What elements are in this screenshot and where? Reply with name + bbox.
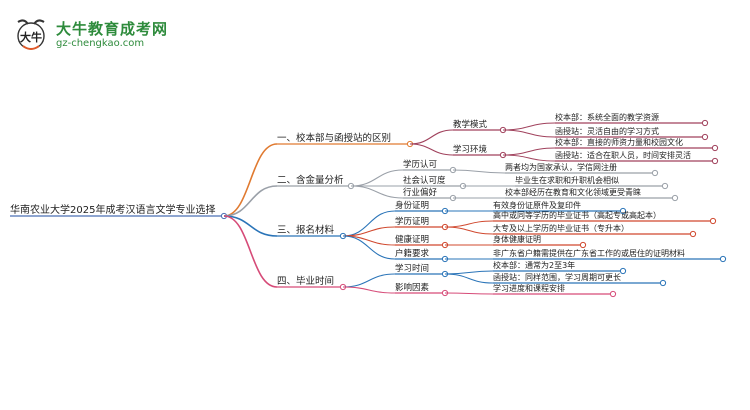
branch-1-label: 一、校本部与函授站的区别 [277, 132, 391, 144]
branch-3-label: 三、报名材料 [277, 224, 335, 236]
branch-3-sub-1-connector [342, 210, 396, 237]
branch-4-sub-2-label: 影响因素 [395, 282, 430, 293]
branch-3-sub-2-leaf-2-label: 大专及以上学历的毕业证书（专升本） [493, 223, 629, 233]
branch-2-sub-2-leaf-1-label: 毕业生在求职和升职机会相似 [515, 175, 619, 185]
branch-3-sub-4-connector [342, 235, 396, 260]
branch-3-sub-4-label: 户籍要求 [395, 248, 430, 259]
branch-3-sub-2-leaf-1-label: 高中或同等学历的毕业证书（高起专或高起本） [493, 210, 661, 220]
branch-2-sub-1-label: 学历认可 [403, 159, 438, 170]
branch-2-sub-1-leaf-1-label: 两者均为国家承认，学信网注册 [505, 162, 617, 172]
branch-2-sub-2-label: 社会认可度 [403, 175, 446, 186]
branch-1-sub-2-leaf-2-knob [711, 157, 719, 165]
bull-logo-icon: 大牛 [17, 19, 45, 50]
branch-3-sub-2-leaf-1-connector [444, 220, 494, 228]
branch-3-sub-2-leaf-2-connector [444, 226, 494, 235]
branch-4-sub-2-connector [342, 286, 396, 294]
branch-2-sub-3-leaf-1-label: 校本部经历在教育和文化领域更受青睐 [505, 187, 641, 197]
branch-4-sub-1-leaf-1-label: 校本部：通常为2至3年 [493, 260, 575, 270]
branch-2-sub-2-leaf-1-knob [661, 182, 669, 190]
branch-3-sub-1-leaf-1-knob [619, 207, 627, 215]
logo-url[interactable]: gz-chengkao.com [56, 38, 145, 49]
branch-2-sub-1-connector [350, 169, 404, 187]
branch-3-sub-1-label: 身份证明 [395, 200, 429, 211]
branch-3-sub-3-label: 健康证明 [395, 234, 429, 245]
branch-1-sub-1-leaf-2-knob [701, 133, 709, 141]
branch-1-sub-1-label: 教学模式 [453, 119, 488, 130]
branch-1-sub-2-leaf-2-label: 函授站：适合在职人员，时间安排灵活 [555, 150, 691, 160]
branch-4-label: 四、毕业时间 [277, 275, 334, 287]
root-topic-label: 华南农业大学2025年成考汉语言文学专业选择 [10, 203, 215, 216]
branch-3-sub-3-leaf-1-knob [579, 241, 587, 249]
logo-mark-text: 大牛 [20, 30, 42, 44]
branch-4-sub-2-leaf-1-label: 学习进度和课程安排 [493, 283, 565, 293]
branch-3-connector [223, 215, 278, 237]
branch-4-sub-1-leaf-2-label: 函授站：同样范围，学习周期可更长 [493, 272, 621, 282]
branch-4-sub-2-leaf-1-connector [444, 292, 494, 295]
branch-4-sub-2-leaf-1-knob [609, 290, 617, 298]
branch-1-sub-1-leaf-2-label: 函授站：灵活自由的学习方式 [555, 126, 659, 136]
branch-2-label: 二、含金量分析 [277, 174, 344, 186]
branch-3-sub-3-leaf-1-label: 身体健康证明 [493, 234, 541, 244]
branch-1-sub-2-leaf-2-connector [502, 154, 556, 162]
branch-1-sub-2-label: 学习环境 [453, 144, 488, 155]
branch-4-sub-1-label: 学习时间 [395, 263, 429, 274]
branch-4-sub-1-leaf-1-knob [619, 267, 627, 275]
branch-2-connector [223, 185, 278, 217]
branch-1-sub-2-leaf-1-connector [502, 147, 556, 156]
branch-4-sub-1-connector [342, 273, 396, 288]
branch-1-sub-1-connector [409, 129, 454, 145]
branch-1-sub-1-leaf-1-label: 校本部：系统全面的教学资源 [555, 112, 659, 122]
branch-1-sub-2-leaf-1-label: 校本部：直接的师资力量和校园文化 [555, 137, 683, 147]
branch-4-sub-1-leaf-2-knob [659, 279, 667, 287]
branch-2-sub-3-label: 行业偏好 [403, 187, 438, 198]
branch-3-sub-4-leaf-1-knob [719, 255, 727, 263]
branch-3-sub-4-leaf-1-label: 非广东省户籍需提供在广东省工作的或居住的证明材料 [493, 248, 685, 258]
branch-1-sub-1-leaf-2-connector [502, 129, 556, 138]
branch-2-sub-3-connector [350, 185, 404, 199]
branch-4-connector [223, 215, 278, 288]
branch-2-sub-1-leaf-1-connector [452, 169, 506, 174]
logo-title: 大牛教育成考网 [56, 20, 169, 38]
branch-1-connector [223, 143, 278, 217]
branch-3-sub-1-leaf-1-label: 有效身份证原件及复印件 [493, 200, 581, 210]
branch-2-sub-3-leaf-1-knob [671, 194, 679, 202]
branch-4-sub-1-leaf-1-connector [444, 270, 494, 275]
branch-3-sub-2-leaf-2-knob [689, 230, 697, 238]
branch-3-sub-2-leaf-1-knob [709, 217, 717, 225]
branch-3-sub-2-label: 学历证明 [395, 216, 429, 227]
branch-2-sub-1-leaf-1-knob [651, 169, 659, 177]
branch-1-sub-1-leaf-1-connector [502, 122, 556, 131]
branch-1-sub-2-connector [409, 143, 454, 156]
branch-1-sub-2-leaf-1-knob [711, 144, 719, 152]
site-logo[interactable]: 大牛 大牛教育成考网 gz-chengkao.com [14, 14, 214, 56]
branch-1-sub-1-leaf-1-knob [701, 119, 709, 127]
branch-4-sub-1-leaf-2-connector [444, 273, 494, 284]
